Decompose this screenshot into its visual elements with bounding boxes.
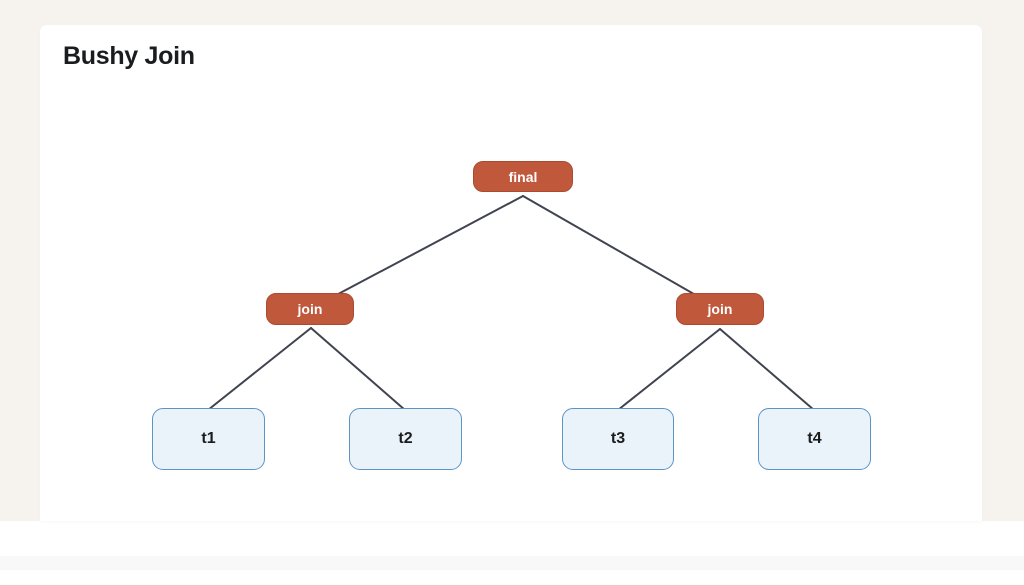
page-title: Bushy Join — [63, 42, 195, 70]
content-card: Bushy Join — [40, 25, 982, 521]
lower-section-divider — [0, 556, 1024, 570]
